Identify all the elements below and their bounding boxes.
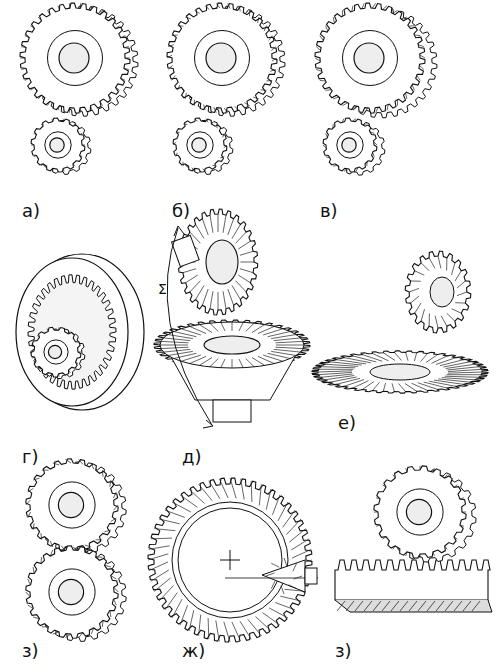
crossed-helical-lower-hub — [49, 569, 95, 615]
herringbone-gear — [315, 3, 425, 113]
figure-label: е) — [338, 414, 356, 432]
figure-label: а) — [22, 202, 40, 220]
figure-label: з) — [335, 642, 352, 660]
hypoid-gear — [148, 478, 312, 642]
angle-arrows — [174, 226, 213, 428]
internal-pinion-hub — [44, 340, 68, 364]
hypoid-pinion — [262, 560, 305, 592]
figure-label: в) — [320, 202, 338, 220]
spur-pinion-bore — [50, 138, 64, 152]
figure-label: з) — [22, 642, 39, 660]
hypoid-face — [172, 502, 288, 618]
rack-hatching — [337, 601, 480, 611]
helical-gear — [167, 3, 277, 113]
spiral-bevel-teeth — [318, 352, 482, 391]
ring-gear-teeth — [28, 275, 116, 389]
herringbone-pinion-bore — [342, 138, 356, 152]
spur-gear-bore — [59, 43, 89, 73]
center-mark — [220, 550, 240, 570]
crossed-helical-lower — [26, 546, 118, 638]
crossed-helical-upper — [26, 459, 118, 551]
spiral-bevel-gear — [312, 351, 488, 393]
helical-pinion-teeth — [173, 119, 227, 172]
crossed-helical-upper-teeth — [26, 459, 118, 550]
crossed-helical-lower-bore — [58, 579, 83, 604]
rack-pinion-hub — [397, 489, 443, 535]
herringbone-pinion-teeth — [323, 119, 377, 172]
spiral-bevel-pinion-teeth — [409, 256, 467, 328]
angle-symbol: Σ — [158, 282, 167, 296]
rack-side — [335, 600, 492, 612]
herringbone-gear-hub — [343, 31, 398, 86]
spur-gear-teeth — [20, 3, 130, 112]
crossed-helical-upper-hub — [49, 482, 95, 528]
spur-pinion-hub — [45, 132, 71, 158]
angle-arc — [167, 228, 212, 425]
helical-gear-hub — [195, 31, 250, 86]
spiral-bevel-pinion-bore — [430, 277, 454, 307]
rack-pinion — [374, 466, 466, 558]
crossed-helical-upper-bore — [58, 492, 83, 517]
figure-label: г) — [22, 448, 38, 466]
herringbone-gear-bore — [354, 43, 384, 73]
bevel-shaft — [213, 400, 251, 422]
rack-pinion-teeth — [374, 466, 466, 558]
pinion-axis — [225, 578, 318, 579]
herringbone-pinion-hub — [337, 132, 363, 158]
internal-pinion — [31, 327, 81, 377]
figure-label: б) — [172, 202, 190, 220]
figure-label: д) — [182, 448, 201, 466]
helical-pinion-hub — [187, 132, 213, 158]
spiral-bevel-bore — [370, 364, 430, 380]
herringbone-pinion — [323, 118, 377, 172]
hypoid-face-inner — [178, 508, 282, 612]
herringbone-gear-teeth — [315, 3, 425, 112]
hypoid-teeth — [148, 478, 312, 642]
rack-pinion-bore — [406, 499, 431, 524]
ring-gear-face — [16, 258, 128, 406]
internal-pinion-teeth — [32, 327, 81, 377]
bevel-pinion-bore — [206, 240, 238, 284]
helical-pinion-bore — [192, 138, 206, 152]
figure-label: ж) — [182, 642, 205, 660]
helical-pinion — [173, 118, 227, 172]
helical-gear-teeth — [167, 3, 277, 112]
crossed-helical-lower-teeth — [26, 546, 118, 637]
spur-gear-hub — [48, 31, 103, 86]
spur-pinion — [31, 118, 85, 172]
bevel-gear-bore — [204, 336, 260, 354]
bevel-gear-face — [160, 322, 304, 368]
helical-gear-bore — [206, 43, 236, 73]
internal-pinion-bore — [48, 345, 61, 358]
bevel-gear-teeth — [160, 322, 304, 368]
spiral-bevel-pinion — [405, 251, 471, 333]
hypoid-pinion-teeth — [266, 558, 302, 594]
spur-gear — [20, 3, 130, 113]
pinion-shaft — [305, 568, 317, 584]
rack — [335, 560, 490, 600]
bevel-pinion-shaft — [171, 235, 199, 266]
spur-pinion-teeth — [31, 119, 85, 172]
